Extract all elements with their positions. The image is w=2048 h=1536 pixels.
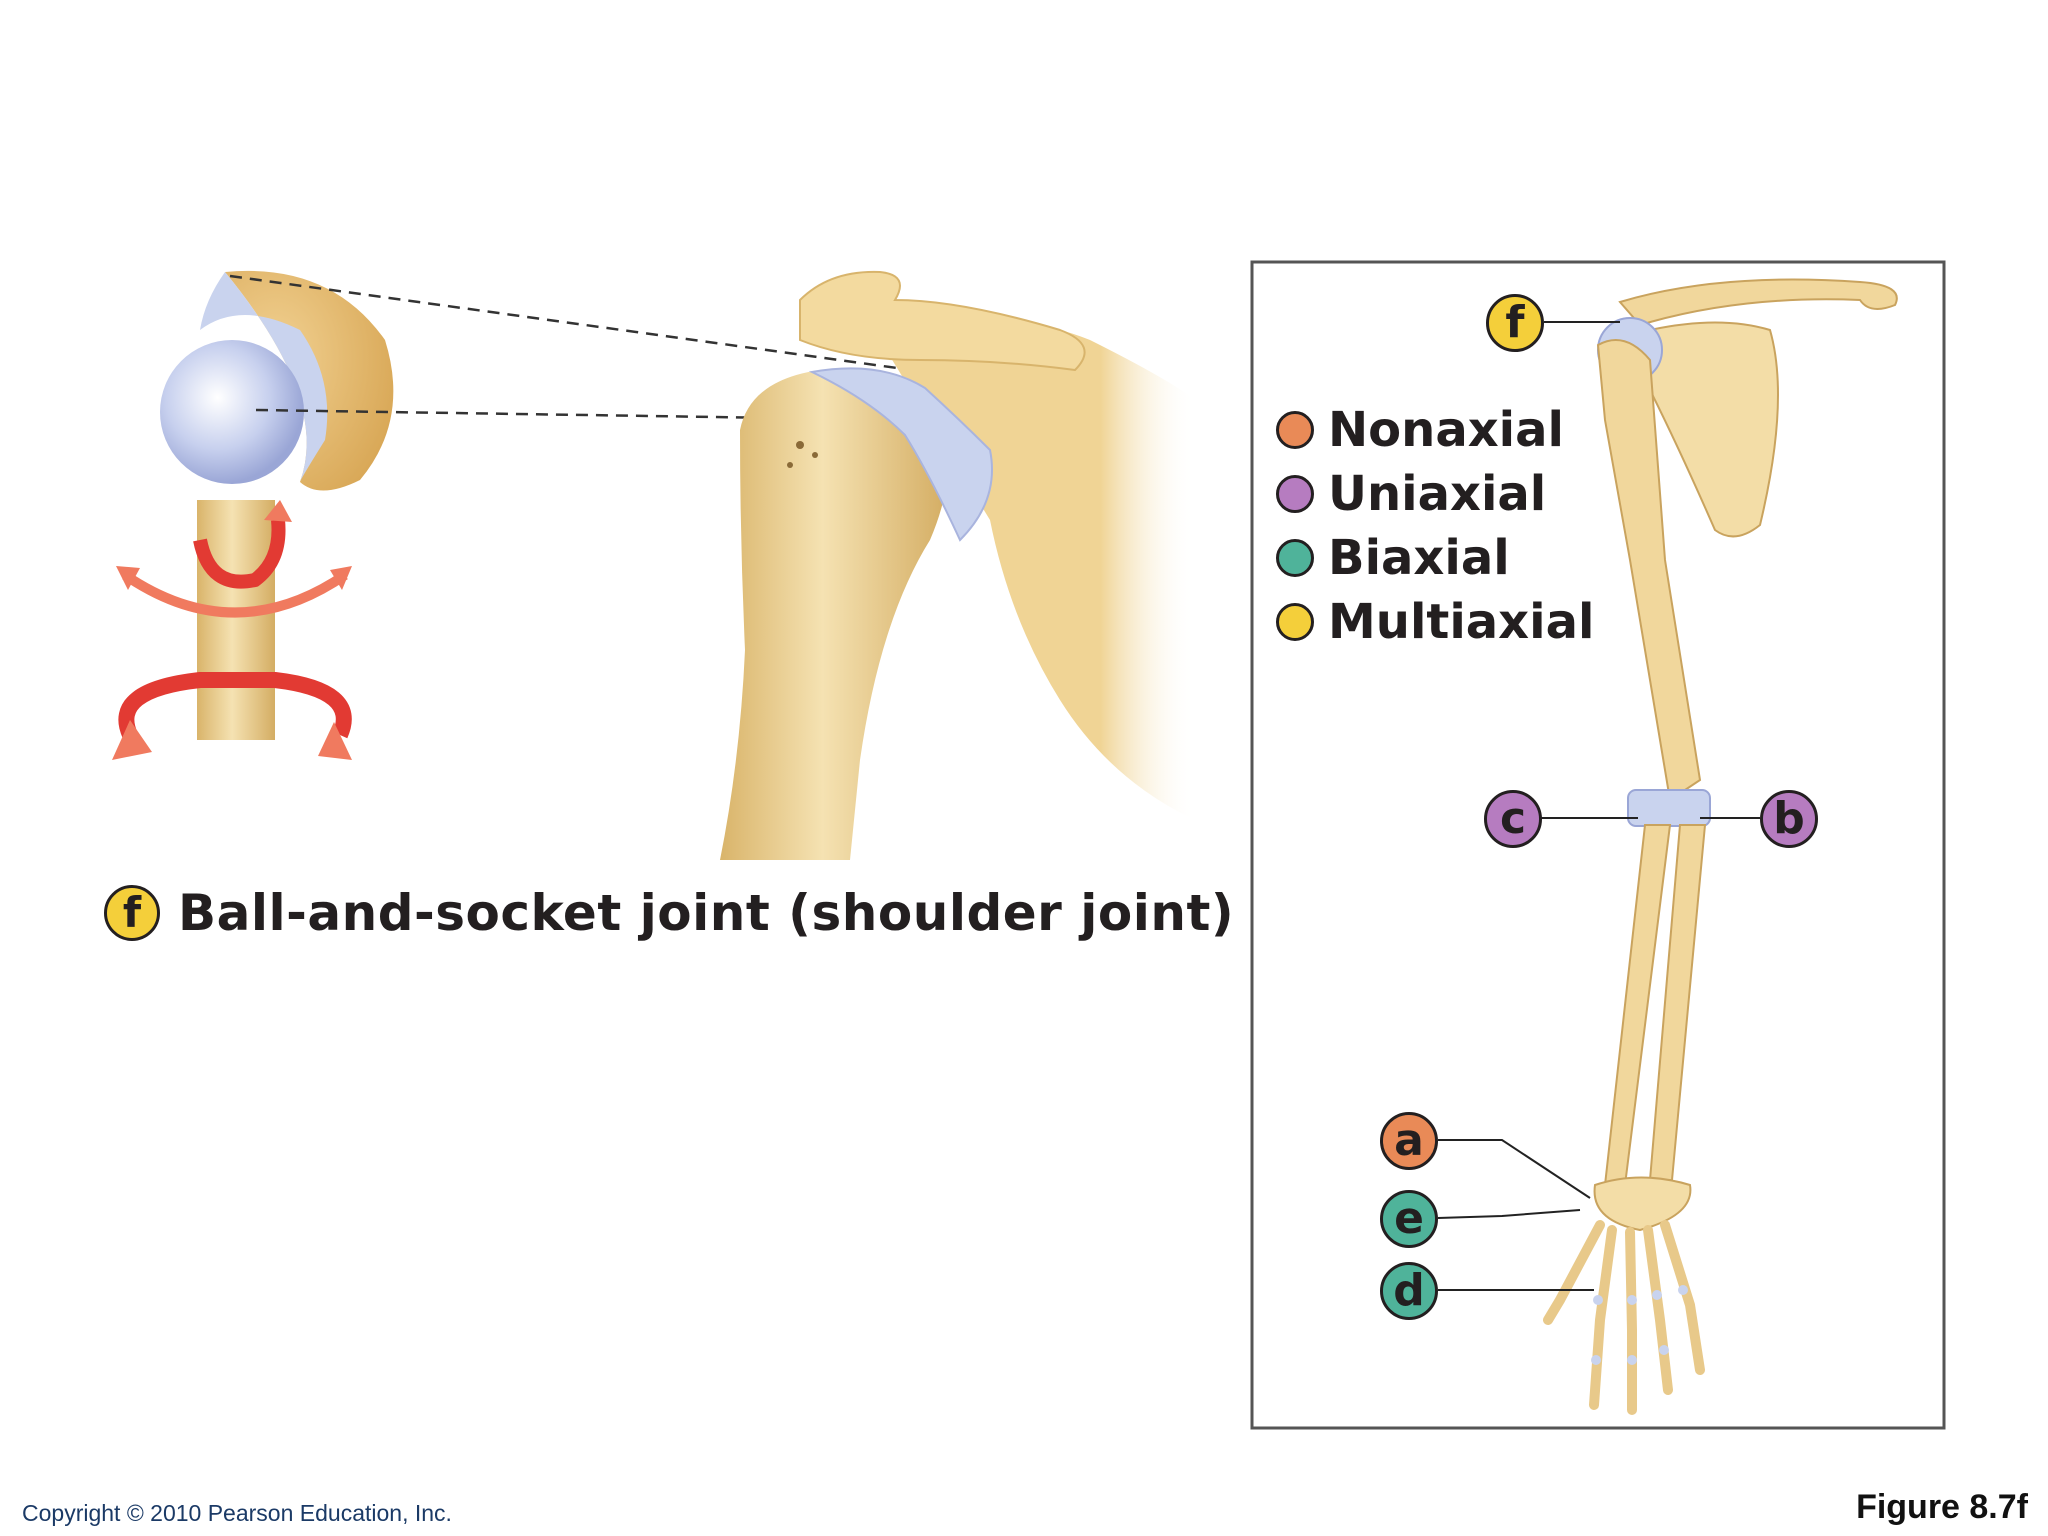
- bone-foramen: [787, 462, 793, 468]
- bone-foramen: [796, 441, 804, 449]
- scapula-small: [1649, 321, 1779, 538]
- model-socket-lining: [200, 272, 328, 482]
- swing-arrow-icon: [122, 570, 348, 618]
- figure-number: Figure 8.7f: [1856, 1488, 2028, 1526]
- legend-item-uniaxial: Uniaxial: [1276, 462, 1594, 526]
- legend-item-biaxial: Biaxial: [1276, 526, 1594, 590]
- legend-swatch: [1276, 411, 1314, 449]
- rotation-arrowhead-left-icon: [112, 720, 152, 760]
- legend-item-multiaxial: Multiaxial: [1276, 590, 1594, 654]
- rotation-arrow-icon: [118, 672, 352, 739]
- finger-bones: [1543, 1220, 1705, 1415]
- arm-skeleton: [1543, 278, 1898, 1415]
- legend-swatch: [1276, 603, 1314, 641]
- ball-and-socket-model: [112, 270, 394, 760]
- joint-type-legend: Nonaxial Uniaxial Biaxial Multiaxial: [1276, 398, 1594, 654]
- joint-tag-b: b: [1760, 790, 1818, 848]
- humerus: [720, 369, 948, 860]
- caption-text: Ball-and-socket joint (shoulder joint): [178, 884, 1235, 942]
- flex-arrowhead-icon: [264, 500, 292, 522]
- legend-swatch: [1276, 475, 1314, 513]
- legend-item-nonaxial: Nonaxial: [1276, 398, 1594, 462]
- joint-tag-f: f: [1486, 294, 1544, 352]
- tag-leader-lines: [1437, 321, 1760, 1291]
- dashed-leader-upper: [229, 274, 956, 378]
- flex-arrow-icon: [193, 519, 286, 589]
- swing-arrowhead-left-icon: [116, 566, 140, 590]
- finger-joint-cartilage: [1591, 1285, 1688, 1365]
- humerus-small: [1596, 339, 1702, 802]
- legend-label: Nonaxial: [1328, 402, 1564, 458]
- model-ball: [160, 340, 304, 484]
- clavicle: [1618, 278, 1898, 327]
- caption-joint-badge: f: [104, 885, 160, 941]
- legend-swatch: [1276, 539, 1314, 577]
- joint-tag-e: e: [1380, 1190, 1438, 1248]
- joint-tag-a: a: [1380, 1112, 1438, 1170]
- joint-tag-d: d: [1380, 1262, 1438, 1320]
- glenoid-cartilage: [808, 367, 993, 542]
- legend-label: Biaxial: [1328, 530, 1510, 586]
- elbow-cartilage: [1627, 789, 1711, 827]
- model-shaft: [197, 500, 275, 740]
- shoulder-joint-illustration: [720, 270, 1195, 860]
- figure-caption: f Ball-and-socket joint (shoulder joint): [104, 884, 1234, 942]
- swing-arrowhead-right-icon: [330, 566, 352, 590]
- rotation-arrowhead-right-icon: [318, 722, 352, 760]
- joint-tag-c: c: [1484, 790, 1542, 848]
- acromion: [799, 270, 1086, 372]
- legend-label: Uniaxial: [1328, 466, 1547, 522]
- skeleton-panel-frame: [1250, 260, 1946, 1430]
- bone-foramen: [812, 452, 818, 458]
- legend-label: Multiaxial: [1328, 594, 1595, 650]
- copyright-notice: Copyright © 2010 Pearson Education, Inc.: [22, 1500, 452, 1526]
- carpals: [1593, 1176, 1692, 1232]
